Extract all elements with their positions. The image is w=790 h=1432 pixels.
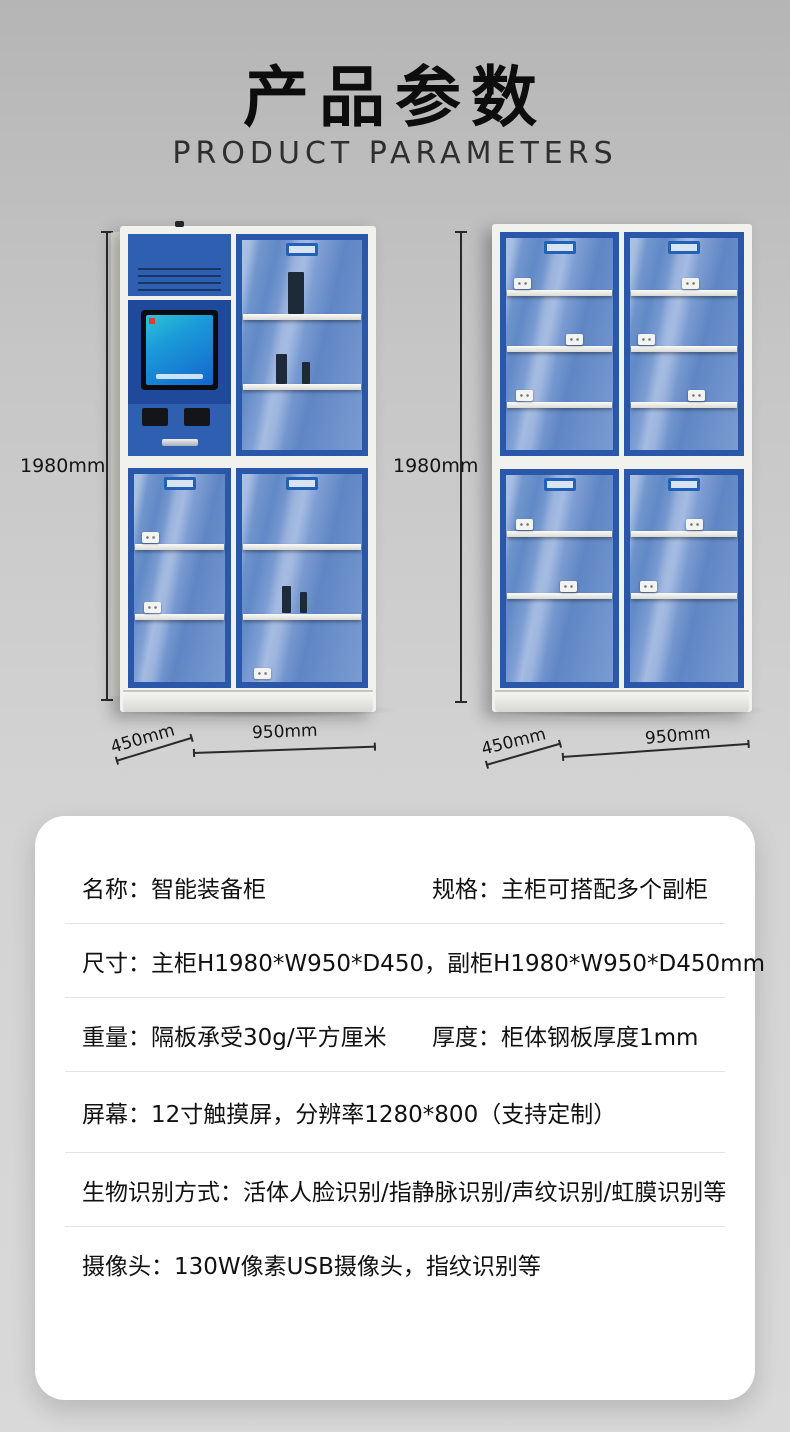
power-socket xyxy=(254,668,271,679)
height-dimension-label-main: 1980mm xyxy=(20,455,106,477)
glass-door xyxy=(236,234,368,456)
shelf xyxy=(631,531,737,537)
row-divider xyxy=(65,997,725,998)
power-socket xyxy=(142,532,159,543)
shelf xyxy=(507,402,612,408)
spec-row-size: 尺寸：主柜H1980*W950*D450，副柜H1980*W950*D450mm xyxy=(35,924,765,997)
label-holder xyxy=(286,477,318,490)
reader-panel xyxy=(128,404,231,430)
glass-door xyxy=(500,232,619,456)
screen-logo-dot xyxy=(149,318,155,324)
spec-row-camera: 摄像头：130W像素USB摄像头，指纹识别等 xyxy=(35,1227,755,1300)
cabinet-front xyxy=(500,232,744,688)
shelf xyxy=(135,544,224,550)
card-reader xyxy=(142,408,168,426)
power-socket xyxy=(516,519,533,530)
fingerprint-reader xyxy=(184,408,210,426)
row-divider xyxy=(65,1071,725,1072)
cabinet-base xyxy=(495,690,749,712)
width-dimension-line-main xyxy=(192,745,376,754)
cabinet-front xyxy=(128,234,368,688)
cabinet-main-photo xyxy=(111,221,376,712)
shelf xyxy=(507,531,612,537)
cabinet-aux-photo xyxy=(492,224,752,712)
power-socket xyxy=(514,278,531,289)
shelf xyxy=(243,614,361,620)
row-divider xyxy=(65,1152,725,1153)
width-dimension-label-aux: 950mm xyxy=(644,723,712,749)
spec-cell-size: 尺寸：主柜H1980*W950*D450，副柜H1980*W950*D450mm xyxy=(82,950,765,977)
row-divider xyxy=(65,1226,725,1227)
screen-ui-bar xyxy=(156,374,203,379)
page-subtitle: PRODUCT PARAMETERS xyxy=(172,136,618,171)
power-socket xyxy=(688,390,705,401)
spec-cell-format: 规格：主柜可搭配多个副柜 xyxy=(432,876,708,903)
power-socket xyxy=(144,602,161,613)
stored-item xyxy=(276,354,287,384)
spec-cell-name: 名称：智能装备柜 xyxy=(82,876,266,903)
glass-door xyxy=(236,468,368,688)
spec-cell-thickness: 厚度：柜体钢板厚度1mm xyxy=(432,1024,699,1051)
spec-cell-camera: 摄像头：130W像素USB摄像头，指纹识别等 xyxy=(82,1253,541,1280)
power-socket xyxy=(516,390,533,401)
drawer-front xyxy=(128,430,231,456)
shelf xyxy=(507,290,612,296)
shelf xyxy=(631,402,737,408)
glass-door xyxy=(624,469,744,688)
antenna-nub xyxy=(175,221,184,227)
stored-item xyxy=(288,272,304,314)
height-dimension-label-aux: 1980mm xyxy=(393,455,479,477)
touchscreen-bezel xyxy=(141,310,218,390)
spec-card: 名称：智能装备柜 规格：主柜可搭配多个副柜 尺寸：主柜H1980*W950*D4… xyxy=(35,816,765,1400)
spec-row-weight: 重量：隔板承受30g/平方厘米 厚度：柜体钢板厚度1mm xyxy=(35,998,755,1071)
shelf xyxy=(243,544,361,550)
height-dimension-line-main xyxy=(101,231,113,701)
power-socket xyxy=(566,334,583,345)
spec-row-name: 名称：智能装备柜 规格：主柜可搭配多个副柜 xyxy=(35,850,755,923)
label-holder xyxy=(286,243,318,256)
vent-panel xyxy=(128,234,231,296)
power-socket xyxy=(638,334,655,345)
stored-item xyxy=(282,586,291,613)
label-holder xyxy=(543,478,576,491)
cabinet-base xyxy=(123,690,373,712)
shelf xyxy=(135,614,224,620)
label-holder xyxy=(668,478,700,491)
spec-row-biometric: 生物识别方式：活体人脸识别/指静脉识别/声纹识别/虹膜识别等 xyxy=(35,1153,755,1226)
shelf xyxy=(507,346,612,352)
label-holder xyxy=(543,241,576,254)
shelf xyxy=(631,346,737,352)
spec-cell-biometric: 生物识别方式：活体人脸识别/指静脉识别/声纹识别/虹膜识别等 xyxy=(82,1179,727,1206)
power-socket xyxy=(682,278,699,289)
shelf xyxy=(507,593,612,599)
glass-door xyxy=(500,469,619,688)
label-holder xyxy=(163,477,196,490)
page-title: 产品参数 xyxy=(243,59,547,136)
height-dimension-line-aux xyxy=(455,231,467,703)
power-socket xyxy=(640,581,657,592)
row-divider xyxy=(65,923,725,924)
spec-cell-screen: 屏幕：12寸触摸屏，分辨率1280*800（支持定制） xyxy=(82,1102,617,1128)
glass-door xyxy=(624,232,744,456)
spec-row-screen: 屏幕：12寸触摸屏，分辨率1280*800（支持定制） xyxy=(35,1072,755,1152)
width-dimension-label-main: 950mm xyxy=(251,720,318,744)
stored-item xyxy=(302,362,310,384)
label-holder xyxy=(668,241,700,254)
shelf xyxy=(243,384,361,390)
shelf xyxy=(631,593,737,599)
power-socket xyxy=(686,519,703,530)
depth-dimension-label-aux: 450mm xyxy=(479,724,549,760)
glass-door xyxy=(128,468,231,688)
power-socket xyxy=(560,581,577,592)
stored-item xyxy=(300,592,307,613)
drawer-handle xyxy=(162,439,198,446)
shelf xyxy=(631,290,737,296)
screen-recess xyxy=(128,300,231,404)
touchscreen xyxy=(146,315,213,385)
spec-cell-weight: 重量：隔板承受30g/平方厘米 xyxy=(82,1024,387,1051)
shelf xyxy=(243,314,361,320)
vent-slots xyxy=(138,268,221,292)
